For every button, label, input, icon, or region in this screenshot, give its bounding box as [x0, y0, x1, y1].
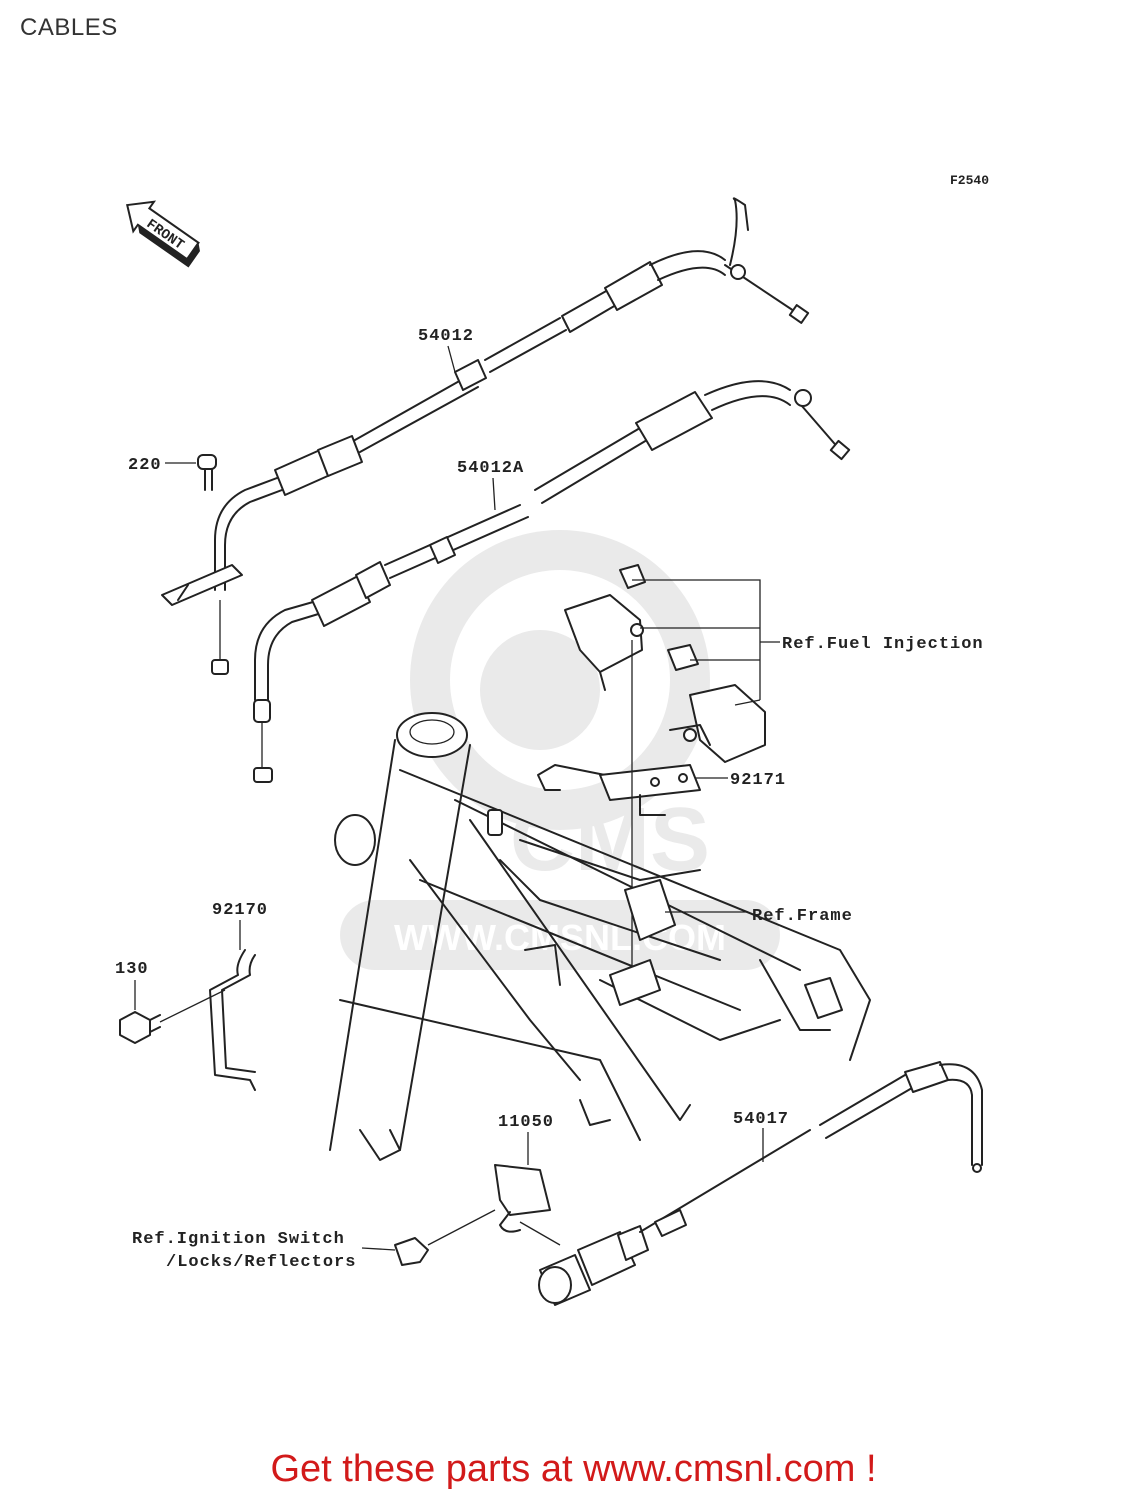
label-220: 220: [128, 456, 162, 475]
ref-frame[interactable]: Ref.Frame: [752, 907, 853, 926]
figure-code: F2540: [950, 173, 989, 188]
label-130: 130: [115, 960, 149, 979]
bolt-130[interactable]: 130: [115, 960, 226, 1044]
throttle-cable-54012a[interactable]: 54012A: [253, 380, 851, 783]
choke-cable-54017[interactable]: 54017: [519, 1061, 983, 1306]
fuel-injection-connectors[interactable]: Ref.Fuel Injection: [564, 564, 984, 763]
label-11050: 11050: [498, 1113, 554, 1132]
ref-ignition-line1[interactable]: Ref.Ignition Switch: [132, 1230, 345, 1249]
ref-fuel-injection[interactable]: Ref.Fuel Injection: [782, 635, 984, 654]
ignition-bolt[interactable]: Ref.Ignition Switch /Locks/Reflectors: [132, 1209, 496, 1272]
bolt-220[interactable]: 220: [128, 454, 217, 491]
page-title: CABLES: [20, 14, 118, 41]
throttle-cable-54012[interactable]: 54012: [161, 197, 810, 675]
clamp-92171[interactable]: 92171: [537, 640, 786, 975]
label-54012: 54012: [418, 327, 474, 346]
motorcycle-frame: Ref.Frame: [329, 712, 871, 1161]
watermark-logo: CMS: [510, 790, 710, 890]
bracket-11050[interactable]: 11050: [494, 1113, 554, 1233]
label-54012a: 54012A: [457, 459, 524, 478]
label-92170: 92170: [212, 901, 268, 920]
label-92171: 92171: [730, 771, 786, 790]
clamp-92170[interactable]: 92170: [209, 901, 268, 1091]
parts-cta-link[interactable]: Get these parts at www.cmsnl.com !: [270, 1448, 877, 1490]
front-arrow-icon: FRONT: [126, 200, 200, 268]
label-54017: 54017: [733, 1110, 789, 1129]
ref-ignition-line2[interactable]: /Locks/Reflectors: [166, 1253, 356, 1272]
